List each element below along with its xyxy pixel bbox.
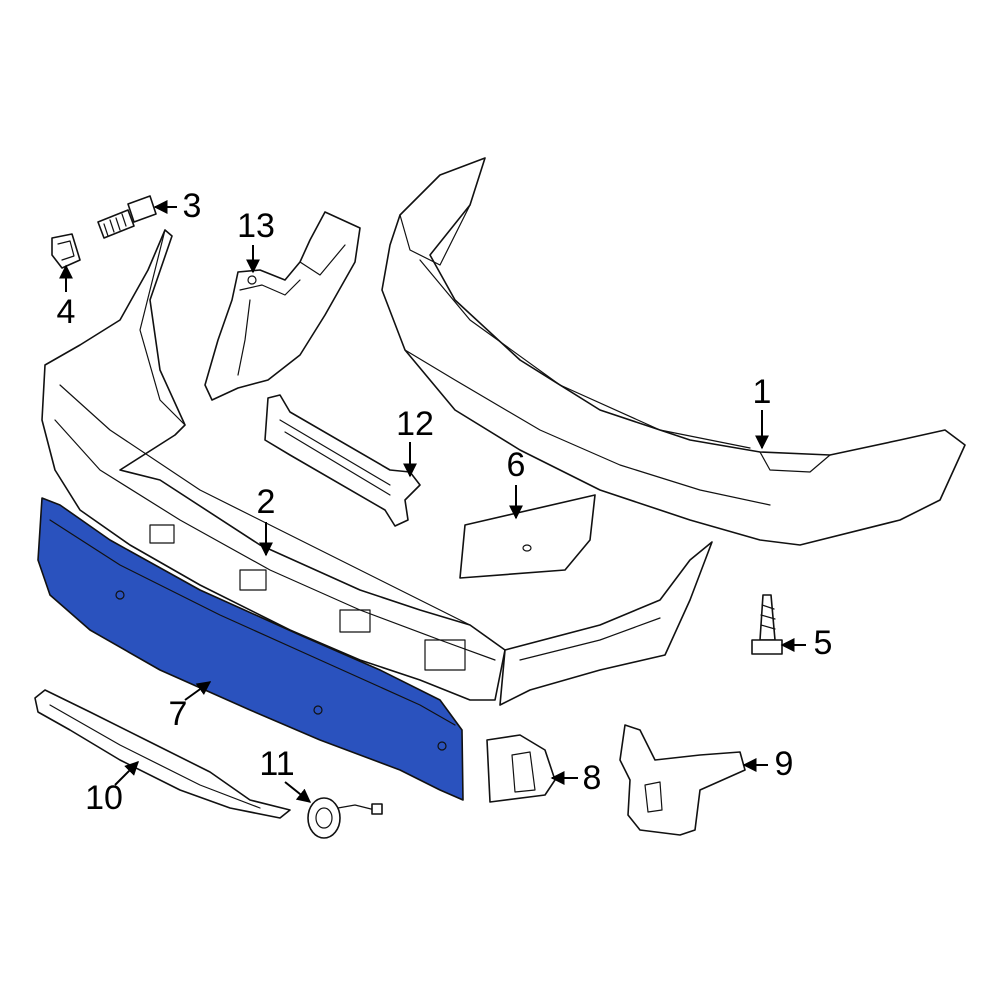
callout-13: 13 xyxy=(237,207,275,245)
callout-6: 6 xyxy=(507,446,526,484)
part-10-lower-bracket[interactable] xyxy=(34,689,291,819)
part-2-absorber[interactable] xyxy=(41,229,506,701)
part-13-bracket[interactable] xyxy=(204,211,361,401)
part-8-bracket[interactable] xyxy=(486,734,556,803)
callout-7: 7 xyxy=(169,695,188,733)
part-4-clip[interactable] xyxy=(51,233,81,269)
part-9-bracket[interactable] xyxy=(619,724,746,836)
part-3-bolt[interactable] xyxy=(97,195,157,239)
leader-7 xyxy=(184,681,212,701)
part-7-highlighted-strip[interactable] xyxy=(37,497,464,801)
part-12-bracket[interactable] xyxy=(264,394,421,527)
callout-labels: 1 2 3 4 5 6 7 8 9 10 11 12 13 xyxy=(57,187,833,817)
part-11-sensor[interactable] xyxy=(307,797,383,839)
callout-2: 2 xyxy=(257,483,276,521)
callout-1: 1 xyxy=(753,373,772,411)
callout-9: 9 xyxy=(775,745,794,783)
callout-leaders xyxy=(59,200,806,803)
callout-8: 8 xyxy=(583,759,602,797)
part-6-panel[interactable] xyxy=(459,494,596,579)
callout-5: 5 xyxy=(814,624,833,662)
part-5-screw[interactable] xyxy=(751,594,783,655)
lower-cover-section xyxy=(499,541,713,706)
part-1-bumper-cover[interactable] xyxy=(381,157,966,546)
callout-4: 4 xyxy=(57,293,76,331)
callout-12: 12 xyxy=(396,405,434,443)
leader-11 xyxy=(284,781,312,803)
callout-3: 3 xyxy=(183,187,202,225)
leader-10 xyxy=(114,761,139,786)
callout-10: 10 xyxy=(85,779,123,817)
callout-11: 11 xyxy=(259,745,294,783)
